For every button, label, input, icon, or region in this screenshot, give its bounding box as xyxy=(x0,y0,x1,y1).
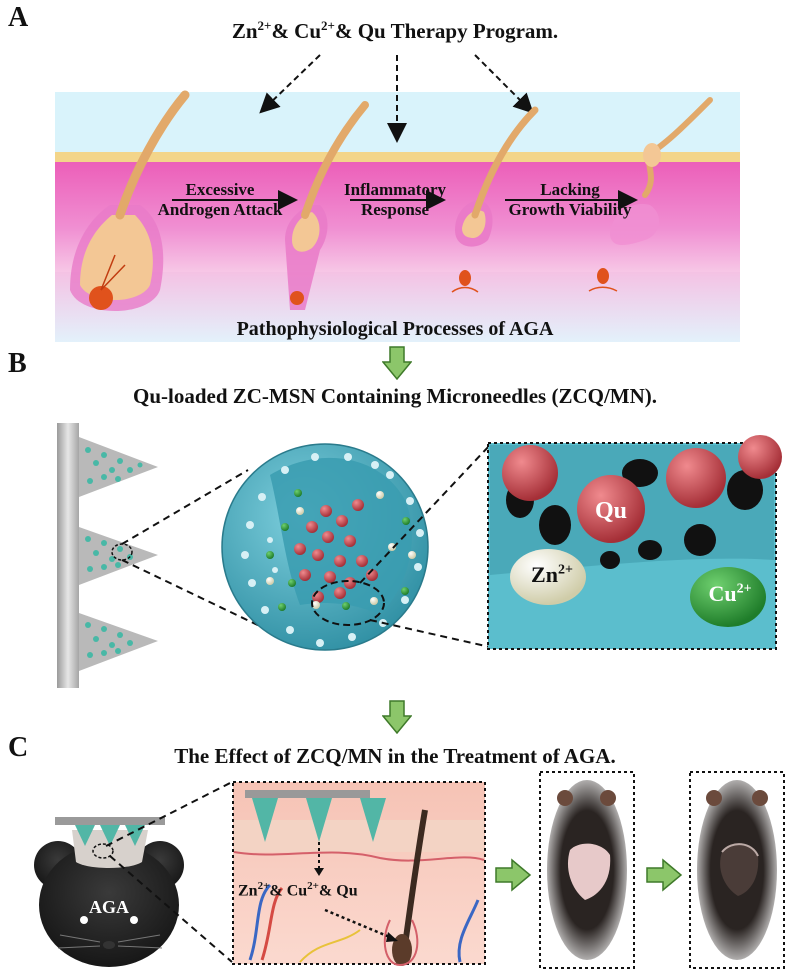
zoom-line-upper xyxy=(121,469,249,545)
panel-b-title: Qu-loaded ZC-MSN Containing Microneedles… xyxy=(132,384,658,408)
step-2-line2: Response xyxy=(360,200,429,219)
step-1-line1: Excessive xyxy=(185,180,255,199)
step-1-label: Excessive Androgen Attack xyxy=(140,180,300,220)
step-2-line1: Inflammatory xyxy=(344,180,446,199)
label-cu-base: Cu xyxy=(708,581,737,606)
therapy-arrow-left xyxy=(259,54,321,114)
label-cu-ion: Cu2+ xyxy=(690,581,770,607)
title-zn: Zn xyxy=(231,19,258,43)
right-arrow-1 xyxy=(495,858,532,892)
skin-label-zn-charge: 2+ xyxy=(257,880,270,892)
down-arrow-b-to-c xyxy=(382,700,412,734)
step-1-line2: Androgen Attack xyxy=(157,200,283,219)
skin-microneedle-plate xyxy=(245,790,370,798)
mini-microneedle-plate xyxy=(55,817,165,825)
right-arrow-2 xyxy=(646,858,683,892)
panel-b-letter: B xyxy=(8,348,27,379)
pore-zoom-inset xyxy=(487,435,782,650)
skin-section-label: Zn2+& Cu2+& Qu xyxy=(238,880,418,900)
panel-a-letter: A xyxy=(8,2,29,33)
treated-mouse-photo-early xyxy=(539,771,635,969)
label-cu-charge: 2+ xyxy=(736,581,752,597)
label-zn-ion: Zn2+ xyxy=(512,562,592,588)
microneedle-tip xyxy=(79,437,158,497)
panel-c-illustration: AGA xyxy=(34,771,785,969)
skin-section-panel xyxy=(232,781,486,967)
hair-follicle-healthy xyxy=(70,90,190,311)
panel-a-illustration xyxy=(55,54,740,342)
label-zn-base: Zn xyxy=(531,562,558,587)
zc-msn-nanoparticle xyxy=(221,443,429,651)
step-2-label: Inflammatory Response xyxy=(320,180,470,220)
therapy-arrow-right xyxy=(474,54,534,114)
step-3-line1: Lacking xyxy=(540,180,600,199)
step-3-label: Lacking Growth Viability xyxy=(490,180,650,220)
zoom-circle-mouse xyxy=(92,843,114,859)
title-cu: & Cu xyxy=(271,19,322,43)
skin-label-cu: & Cu xyxy=(269,882,308,900)
zoom-line-lower xyxy=(121,559,269,631)
zoom-line-inset-upper xyxy=(359,444,491,584)
label-qu: Qu xyxy=(594,498,627,524)
panel-b-illustration xyxy=(57,423,782,688)
title-rest: & Qu Therapy Program. xyxy=(334,19,559,43)
hair-follicle-miniaturizing xyxy=(285,101,369,310)
panel-c-title: The Effect of ZCQ/MN in the Treatment of… xyxy=(174,744,616,768)
mouse-label: AGA xyxy=(89,897,129,917)
mouse-head xyxy=(39,843,179,967)
title-zn-charge: 2+ xyxy=(257,18,272,33)
hair-follicle-regressing xyxy=(451,106,539,293)
epidermis-layer xyxy=(55,152,740,162)
zoom-circle-sphere xyxy=(311,580,385,626)
skin-label-qu: & Qu xyxy=(318,882,358,900)
skin-label-zn: Zn xyxy=(238,882,258,900)
microneedle-backing-plate xyxy=(57,423,79,688)
hair-follicle-shed xyxy=(588,97,713,292)
panel-a-title: Zn2+& Cu2+& Qu Therapy Program. xyxy=(0,18,790,44)
zoom-line-mouse-lower xyxy=(109,855,233,963)
panel-c-letter: C xyxy=(8,732,29,763)
down-arrow-a-to-b xyxy=(382,346,412,380)
mouse-bald-patch xyxy=(72,830,148,868)
skin-label-cu-charge: 2+ xyxy=(307,880,319,892)
microneedle-tip xyxy=(79,613,158,671)
panel-a-caption: Pathophysiological Processes of AGA xyxy=(236,318,554,340)
microneedle-array xyxy=(57,423,158,688)
aga-mouse-illustration xyxy=(34,817,184,967)
step-3-line2: Growth Viability xyxy=(508,200,632,219)
microneedle-tip xyxy=(79,527,158,585)
treated-mouse-photo-late xyxy=(689,771,785,969)
label-zn-charge: 2+ xyxy=(557,562,573,578)
zoom-line-inset-lower xyxy=(369,619,491,648)
hypodermis-layer xyxy=(55,272,740,342)
title-cu-charge: 2+ xyxy=(321,18,335,33)
